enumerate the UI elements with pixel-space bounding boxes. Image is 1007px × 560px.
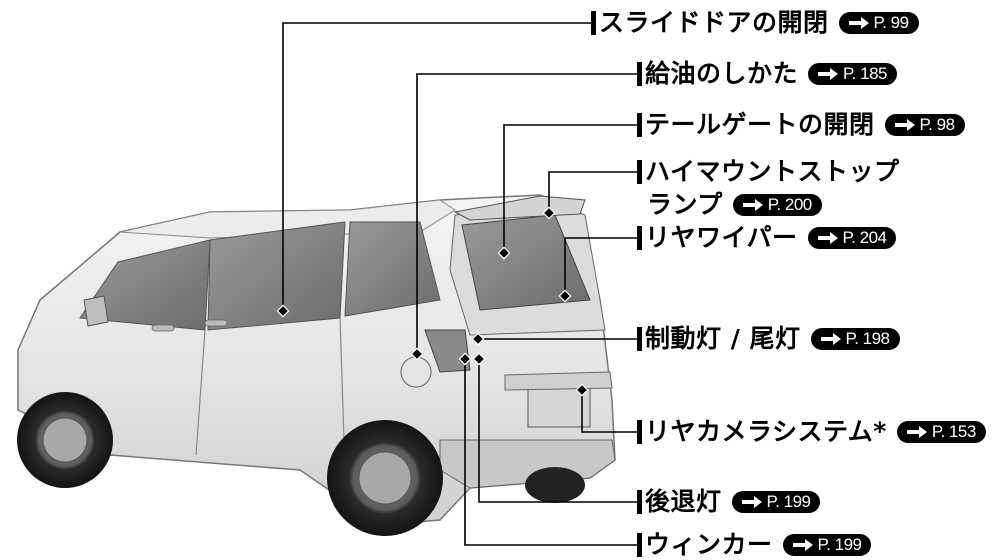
leader-slide-door (282, 22, 593, 311)
label-bar (591, 10, 596, 35)
callout-label: スライドドアの開閉 (599, 8, 829, 37)
arrow-icon (847, 16, 871, 30)
page-ref-link[interactable]: P. 204 (807, 226, 897, 249)
leader-rear-wiper (564, 237, 639, 296)
callout-label-line2: ランプ (647, 190, 723, 219)
callout-rear-camera: リヤカメラシステム* P. 153 (637, 419, 986, 444)
page-ref-link[interactable]: P. 199 (731, 490, 821, 513)
marker-slide-door (276, 304, 290, 318)
page-ref-link[interactable]: P. 199 (782, 533, 872, 556)
page-ref-text: P. 98 (919, 115, 956, 134)
page-ref-text: P. 153 (931, 422, 976, 441)
callout-tailgate: テールゲートの開閉 P. 98 (637, 112, 965, 137)
callout-label: 後退灯 (645, 487, 722, 516)
page-ref-text: P. 198 (845, 329, 890, 348)
page-ref-text: P. 200 (767, 195, 812, 214)
callout-label: 給油のしかた (645, 59, 799, 88)
callout-label: ウィンカー (645, 530, 773, 559)
leader-rear-camera (581, 390, 639, 433)
arrow-icon (740, 495, 764, 509)
callout-row-2: ランプ P. 200 (647, 192, 822, 217)
leader-tailgate (503, 124, 639, 253)
arrow-icon (791, 538, 815, 552)
callout-label: テールゲートの開閉 (645, 110, 875, 139)
leader-backup-light (478, 359, 639, 503)
marker-brake-tail (471, 332, 485, 346)
label-bar (637, 489, 642, 514)
leader-refuel (416, 73, 639, 354)
page-ref-text: P. 199 (817, 535, 862, 554)
callout-brake-tail: 制動灯 / 尾灯 P. 198 (637, 326, 900, 351)
marker-refuel (410, 347, 424, 361)
marker-turn-signal (458, 352, 472, 366)
callout-label: 制動灯 / 尾灯 (645, 324, 801, 353)
label-bar (637, 112, 642, 137)
marker-rear-camera (575, 383, 589, 397)
label-bar (637, 61, 642, 86)
label-bar (637, 326, 642, 351)
callout-backup-light: 後退灯 P. 199 (637, 487, 821, 516)
marker-rear-wiper (558, 289, 572, 303)
callout-turn-signal: ウィンカー P. 199 (637, 530, 872, 559)
label-bar (637, 419, 642, 444)
label-bar (637, 159, 642, 184)
page-ref-link[interactable]: P. 185 (808, 62, 897, 85)
label-bar (637, 532, 642, 557)
callout-high-mount-stop: ハイマウントストップ ランプ P. 200 (637, 159, 900, 217)
arrow-icon (816, 67, 840, 81)
marker-backup-light (472, 352, 486, 366)
marker-high-mount-stop (542, 206, 556, 220)
callout-row-1: ハイマウントストップ (637, 159, 900, 184)
page-ref-text: P. 204 (842, 228, 887, 247)
callout-label: リヤワイパー (645, 223, 798, 252)
page-ref-text: P. 185 (843, 64, 887, 83)
callout-slide-door: スライドドアの開閉 P. 99 (591, 10, 919, 35)
leader-turn-signal (464, 359, 639, 546)
page-ref-link[interactable]: P. 99 (838, 11, 919, 34)
page-ref-link[interactable]: P. 198 (810, 327, 900, 350)
leader-high-mount-stop (548, 171, 639, 213)
page-ref-link[interactable]: P. 200 (732, 193, 822, 216)
page-ref-text: P. 199 (766, 492, 811, 511)
callout-refuel: 給油のしかた P. 185 (637, 61, 897, 86)
callout-label: ハイマウントストップ (645, 157, 900, 186)
arrow-icon (905, 425, 929, 439)
page-ref-text: P. 99 (873, 13, 910, 32)
page-ref-link[interactable]: P. 153 (896, 420, 986, 443)
label-bar (637, 225, 642, 250)
arrow-icon (816, 231, 840, 245)
callout-rear-wiper: リヤワイパー P. 204 (637, 223, 897, 252)
arrow-icon (741, 198, 765, 212)
marker-tailgate (497, 246, 511, 260)
arrow-icon (819, 332, 843, 346)
page-ref-link[interactable]: P. 98 (884, 113, 965, 136)
arrow-icon (893, 118, 917, 132)
callout-label: リヤカメラシステム* (645, 417, 887, 446)
